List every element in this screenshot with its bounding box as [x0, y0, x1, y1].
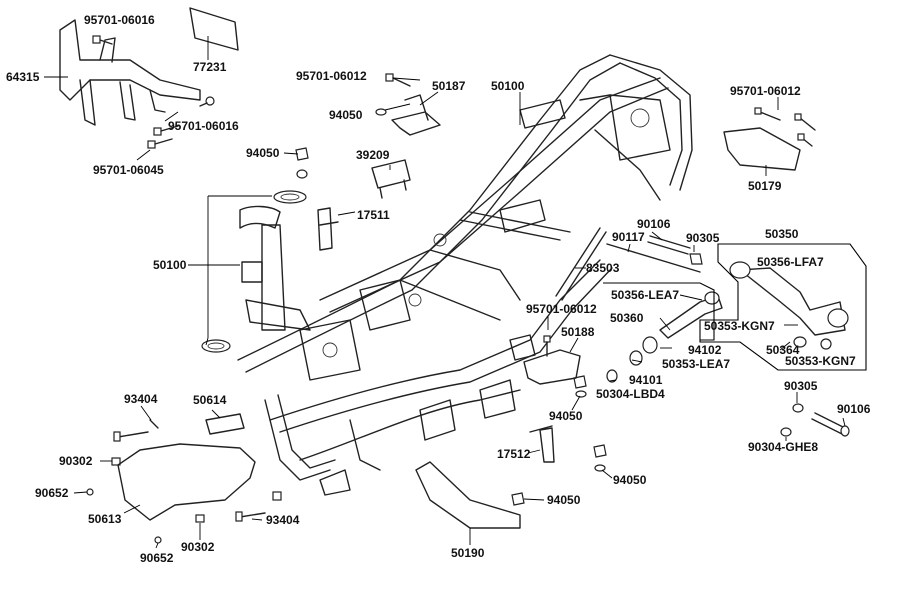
label-95701-06012-center: 95701-06012 — [526, 302, 597, 316]
bracket-17511 — [317, 207, 339, 251]
plate-77231 — [189, 7, 239, 51]
bracket-50187 — [391, 94, 441, 136]
label-95701-06012-upper: 95701-06012 — [296, 69, 367, 83]
bracket-50188 — [523, 349, 581, 385]
label-50360: 50360 — [610, 311, 644, 325]
label-90302-lower: 90302 — [181, 540, 215, 554]
part-labels: 95701-06016 77231 64315 95701-06016 9570… — [6, 13, 871, 565]
label-50353-kgn7-b: 50353-KGN7 — [785, 354, 856, 368]
rod-83503 — [555, 227, 607, 301]
box-50350 — [699, 243, 867, 371]
label-50187: 50187 — [432, 79, 466, 93]
label-90106-lower: 90106 — [837, 402, 871, 416]
label-94102: 94102 — [688, 343, 722, 357]
label-50188: 50188 — [561, 325, 595, 339]
label-90652-lower: 90652 — [140, 551, 174, 565]
label-94050-upper: 94050 — [329, 108, 363, 122]
label-50190: 50190 — [451, 546, 485, 560]
box-50356-lea7 — [603, 282, 715, 341]
label-50353-kgn7-a: 50353-KGN7 — [704, 319, 775, 333]
engine-hanger-50350 — [729, 261, 849, 350]
label-50353-lea7: 50353-LEA7 — [662, 357, 730, 371]
undercover-50613 — [117, 443, 256, 521]
label-90652-left: 90652 — [35, 486, 69, 500]
leader-lines — [44, 36, 846, 549]
label-50356-lfa7: 50356-LFA7 — [757, 255, 824, 269]
label-94050-left: 94050 — [246, 146, 280, 160]
cover-50179 — [723, 127, 801, 171]
label-50304-lbd4: 50304-LBD4 — [596, 387, 665, 401]
label-50100-left: 50100 — [153, 258, 187, 272]
label-95701-06016-top: 95701-06016 — [84, 13, 155, 27]
label-50364: 50364 — [766, 343, 800, 357]
label-83503: 83503 — [586, 261, 620, 275]
label-94050-lower: 94050 — [613, 473, 647, 487]
label-93404-lower: 93404 — [266, 513, 300, 527]
link-50360 — [659, 291, 723, 339]
label-17511: 17511 — [357, 208, 390, 222]
bracket-39209 — [371, 159, 411, 199]
label-77231: 77231 — [193, 60, 227, 74]
label-95701-06012-right: 95701-06012 — [730, 84, 801, 98]
label-90305-lower: 90305 — [784, 379, 818, 393]
label-95701-06016-right: 95701-06016 — [168, 119, 239, 133]
label-50350: 50350 — [765, 227, 799, 241]
label-50614: 50614 — [193, 393, 227, 407]
label-50613: 50613 — [88, 512, 122, 526]
label-93404-upper: 93404 — [124, 392, 158, 406]
label-50356-lea7: 50356-LEA7 — [611, 288, 679, 302]
label-90106-upper: 90106 — [637, 217, 671, 231]
label-90304-ghe8: 90304-GHE8 — [748, 440, 818, 454]
main-frame-50100 — [237, 54, 693, 496]
label-90302-left: 90302 — [59, 454, 93, 468]
steering-head-tube — [201, 190, 311, 353]
bracket-17512 — [529, 425, 555, 463]
front-bracket-64315 — [59, 19, 201, 126]
label-94050-bottom: 94050 — [547, 493, 581, 507]
hardware-fasteners — [86, 35, 850, 544]
plate-50614 — [205, 413, 245, 435]
label-94050-mid: 94050 — [549, 409, 583, 423]
label-64315: 64315 — [6, 70, 40, 84]
label-90117: 90117 — [612, 230, 645, 244]
label-17512: 17512 — [497, 447, 531, 461]
label-94101: 94101 — [629, 373, 663, 387]
label-95701-06045: 95701-06045 — [93, 163, 164, 177]
label-90305-upper: 90305 — [686, 231, 720, 245]
label-50100-top: 50100 — [491, 79, 525, 93]
bracket-50190 — [415, 461, 521, 529]
label-39209: 39209 — [356, 148, 390, 162]
label-50179: 50179 — [748, 179, 782, 193]
